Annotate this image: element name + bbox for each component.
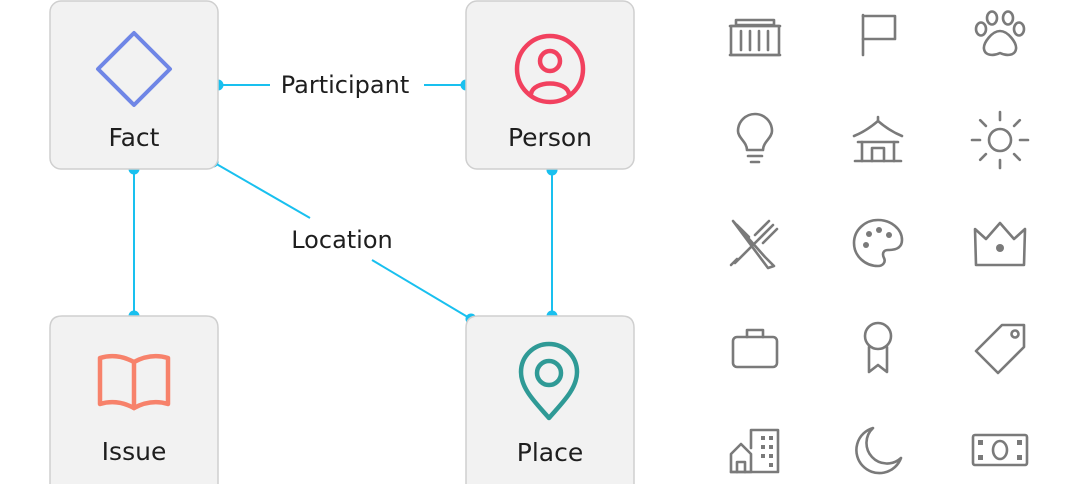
paw-icon [974, 10, 1026, 57]
node-label: Place [517, 438, 583, 467]
city-buildings-icon [729, 428, 780, 474]
flag-icon [861, 13, 897, 57]
crown-icon [973, 221, 1027, 267]
edge-label-location: Location [291, 226, 393, 254]
pagoda-icon [852, 115, 904, 163]
moon-icon [855, 426, 903, 475]
award-ribbon-icon [863, 321, 893, 374]
briefcase-icon [731, 328, 779, 369]
edge-label-participant: Participant [281, 71, 409, 99]
node-label: Issue [102, 437, 167, 466]
building-icon [728, 18, 782, 57]
palette-icon [852, 218, 904, 268]
node-place[interactable]: Place [465, 315, 635, 484]
lightbulb-icon [736, 112, 774, 164]
banknote-icon [971, 433, 1029, 467]
node-person[interactable]: Person [465, 0, 635, 170]
node-label: Person [508, 123, 592, 152]
diamond-icon [96, 31, 172, 107]
node-label: Fact [109, 123, 160, 152]
edge-person-place [546, 164, 558, 322]
open-book-icon [97, 353, 171, 411]
node-fact[interactable]: Fact [49, 0, 219, 170]
sun-icon [970, 110, 1030, 170]
person-icon [514, 33, 586, 105]
icon-grid [728, 10, 1030, 475]
fork-knife-icon [729, 219, 779, 270]
edge-participant: Participant [212, 71, 472, 99]
node-issue[interactable]: Issue [49, 315, 219, 484]
tag-icon [974, 323, 1026, 375]
location-pin-icon [518, 341, 580, 421]
edge-fact-issue [128, 163, 140, 322]
edge-location: Location [207, 156, 477, 325]
